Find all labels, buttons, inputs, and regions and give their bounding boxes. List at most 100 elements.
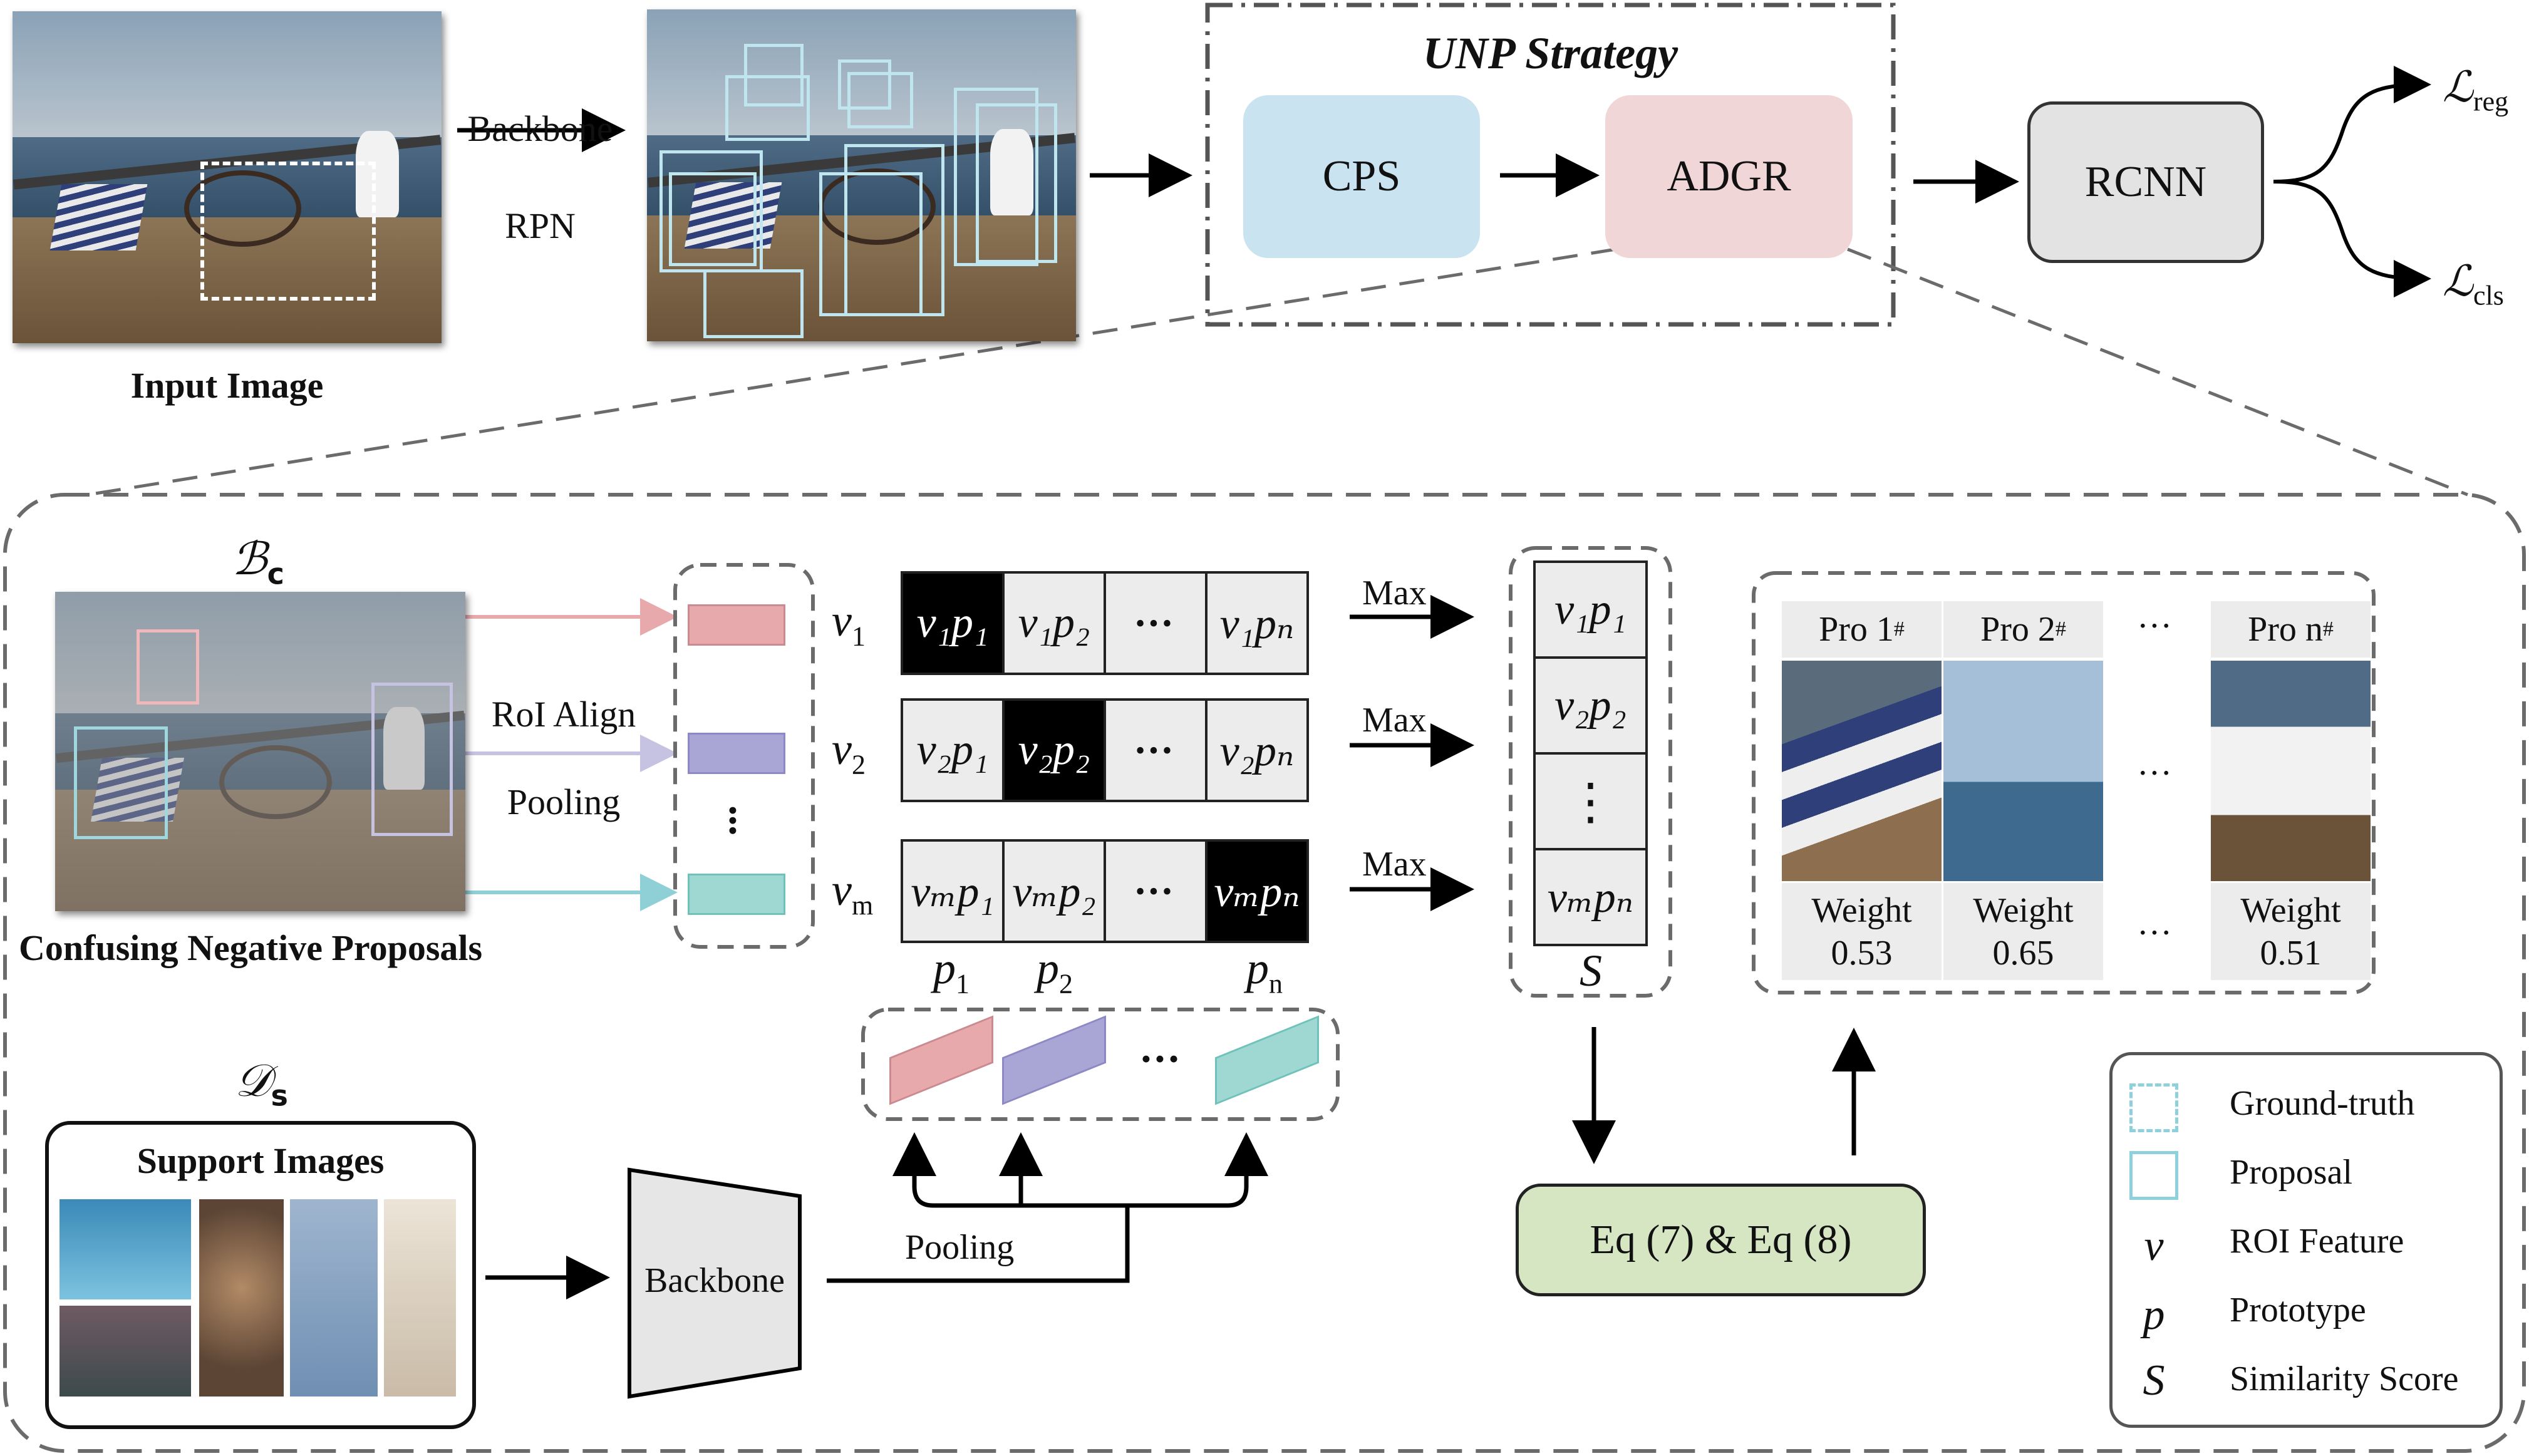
score-frame <box>1509 546 1672 998</box>
proposal-box <box>847 72 913 128</box>
backbone-block-label: Backbone <box>644 1261 785 1300</box>
pro-header-ellipsis: ··· <box>2137 607 2172 646</box>
similarity-cell: v₂p₁ <box>901 698 1005 802</box>
input-image-label: Input Image <box>130 364 324 406</box>
similarity-cell: ••• <box>1104 839 1208 943</box>
proposal-box <box>669 172 757 266</box>
max-label-2: Max <box>1362 701 1427 740</box>
score-cell: v₁p₁ <box>1533 560 1648 659</box>
detail-frame <box>3 493 2526 1453</box>
proposal-image <box>1782 661 1942 881</box>
v2-label: v2 <box>832 724 866 780</box>
legend-roi-feature: ROI Feature <box>2230 1222 2404 1261</box>
confusing-negatives-label: Confusing Negative Proposals <box>19 927 483 968</box>
ground-truth-swatch <box>2129 1083 2178 1132</box>
pn-label: pn <box>1246 943 1283 999</box>
similarity-cell: v₁p₂ <box>1002 571 1106 675</box>
proposal-image <box>2211 661 2371 881</box>
score-cell: v₂p₂ <box>1533 656 1648 755</box>
roi-feature-lavender <box>688 733 785 774</box>
similarity-cell: v₁pₙ <box>1205 571 1309 675</box>
score-cell: ⋮ <box>1533 752 1648 850</box>
similarity-cell: vₘpₙ <box>1205 839 1309 943</box>
vm-label: vm <box>832 865 874 921</box>
loss-reg: ℒreg <box>2443 63 2509 117</box>
legend-similarity-score: Similarity Score <box>2230 1360 2459 1398</box>
proposal-box <box>819 172 923 316</box>
proposals-image <box>647 9 1076 341</box>
negative-box-teal <box>74 726 168 839</box>
proposal-box <box>725 75 810 141</box>
similarity-cell: vₘp₂ <box>1002 839 1106 943</box>
loss-cls: ℒcls <box>2443 257 2504 311</box>
support-image-bird <box>199 1199 284 1397</box>
p1-label: p1 <box>933 943 970 999</box>
similarity-score-symbol: S <box>2143 1356 2165 1405</box>
feature-frame <box>673 563 815 949</box>
pro-image-ellipsis: ··· <box>2137 754 2172 793</box>
roi-align-label: RoI Align <box>491 693 636 735</box>
pro-weight-ellipsis: ··· <box>2137 914 2172 953</box>
similarity-cell: v₂p₂ <box>1002 698 1106 802</box>
support-images-label: Support Images <box>137 1140 385 1181</box>
support-image-person <box>384 1199 456 1397</box>
proposal-swatch <box>2129 1151 2178 1200</box>
legend-prototype: Prototype <box>2230 1291 2366 1330</box>
arrow-loss-reg <box>2273 66 2431 183</box>
adgr-block: ADGR <box>1605 95 1853 258</box>
support-image-boat <box>290 1199 378 1397</box>
prototype-frame <box>861 1008 1340 1121</box>
roi-pooling-label: Pooling <box>507 781 621 822</box>
prototype-symbol: p <box>2143 1291 2165 1339</box>
proposal-box <box>954 88 1038 266</box>
max-label-3: Max <box>1362 845 1427 884</box>
feature-ellipsis: ••• <box>717 805 749 836</box>
ground-truth-box <box>200 162 376 301</box>
support-image-bicycle <box>59 1306 191 1397</box>
zoom-line-right <box>1847 247 2468 497</box>
proposal-box <box>703 269 804 338</box>
similarity-cell: vₘp₁ <box>901 839 1005 943</box>
max-label-1: Max <box>1362 574 1427 612</box>
backbone-trapezoid <box>628 1167 802 1399</box>
proposal-box <box>976 103 1057 263</box>
similarity-cell: ••• <box>1104 571 1208 675</box>
similarity-cell: ••• <box>1104 698 1208 802</box>
negative-box-pink <box>137 629 199 705</box>
pooling-branch <box>912 1152 1249 1208</box>
support-image-chairs <box>59 1199 191 1299</box>
roi-feature-teal <box>688 874 785 915</box>
proposal-title: Pro n# <box>2211 601 2371 658</box>
zoom-line-left <box>87 247 1616 497</box>
score-cell: vₘpₙ <box>1533 848 1648 946</box>
pooling-path <box>827 1206 1130 1283</box>
legend-proposal: Proposal <box>2230 1153 2352 1192</box>
unp-frame <box>1205 3 1896 327</box>
backbone-label: Backbone <box>467 108 613 149</box>
proposals-frame <box>1752 571 2376 994</box>
similarity-cell: v₁p₁ <box>901 571 1005 675</box>
proposal-title: Pro 1# <box>1782 601 1942 658</box>
support-images-panel <box>45 1121 476 1429</box>
equation-block: Eq (7) & Eq (8) <box>1516 1184 1926 1296</box>
proposal-image <box>1943 661 2103 881</box>
input-image <box>13 11 442 343</box>
score-label: S <box>1580 945 1602 996</box>
arrow-loss-cls <box>2273 180 2431 297</box>
pooling-label: Pooling <box>905 1228 1015 1267</box>
roi-feature-symbol: v <box>2144 1222 2164 1270</box>
proposal-title: Pro 2# <box>1943 601 2103 658</box>
legend-ground-truth: Ground-truth <box>2230 1084 2415 1123</box>
prototype-ellipsis: ••• <box>1140 1042 1183 1075</box>
p2-label: p2 <box>1037 943 1073 999</box>
bc-label: ℬc <box>232 534 284 591</box>
unp-strategy-title: UNP Strategy <box>1422 28 1678 78</box>
similarity-cell: v₂pₙ <box>1205 698 1309 802</box>
roi-feature-pink <box>688 604 785 646</box>
rpn-label: RPN <box>505 205 576 246</box>
legend-panel <box>2109 1052 2503 1428</box>
